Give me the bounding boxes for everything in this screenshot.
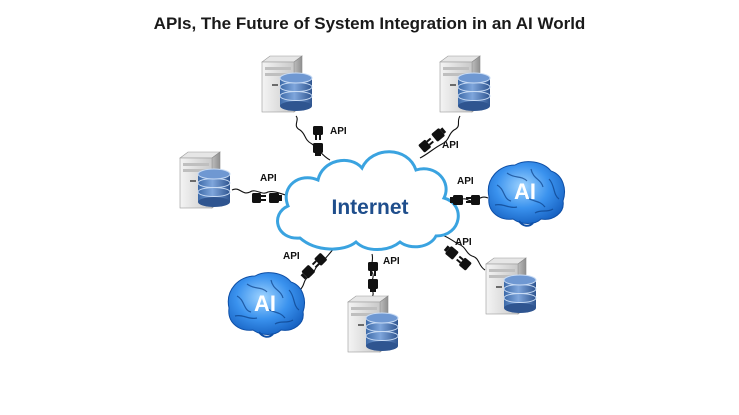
ai-brain-bottom-left: AI [227, 271, 306, 338]
ai-brain-right: AI [487, 160, 566, 227]
api-label-top-left: API [330, 126, 347, 137]
api-label-top-right: API [442, 140, 459, 151]
server-top-left [261, 55, 313, 113]
cloud-label: Internet [331, 196, 408, 219]
internet-cloud: Internet [276, 150, 460, 251]
api-connector-left: API [252, 173, 282, 203]
server-top-right [439, 55, 491, 113]
api-connector-bottom-left: API [283, 251, 328, 281]
ai-label-right: AI [514, 179, 536, 204]
server-bottom-right [485, 257, 537, 315]
api-connector-top-right: API [418, 125, 459, 153]
server-bottom [347, 295, 399, 353]
api-connector-bottom-right: API [442, 237, 472, 271]
api-connector-top-left: API [313, 126, 347, 156]
api-label-bottom: API [383, 256, 400, 267]
ai-label-bottom-left: AI [254, 291, 276, 316]
api-connector-right: API [450, 176, 480, 205]
api-label-left: API [260, 173, 277, 184]
diagram-title: APIs, The Future of System Integration i… [153, 14, 586, 33]
api-label-bottom-left: API [283, 251, 300, 262]
server-left [179, 151, 231, 209]
api-label-bottom-right: API [455, 237, 472, 248]
api-connector-bottom: API [368, 256, 400, 292]
api-label-right: API [457, 176, 474, 187]
